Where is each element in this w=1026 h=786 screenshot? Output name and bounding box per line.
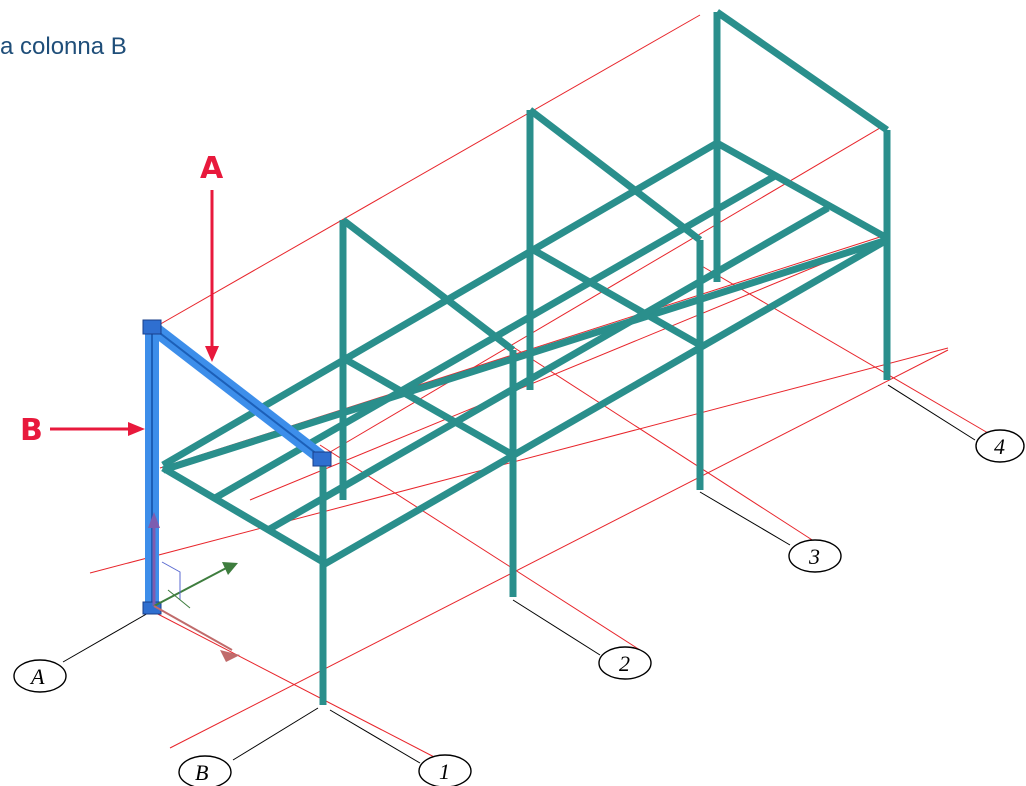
gizmo-y-arrow	[222, 562, 238, 575]
roof-beam-3	[715, 9, 889, 133]
callout-b-arrowhead	[128, 422, 145, 436]
joist-2	[266, 204, 830, 534]
grid-line-2	[319, 444, 641, 651]
gizmo-plane	[161, 561, 181, 600]
grid-line-4	[699, 264, 1001, 441]
grid-bubble-a: A	[13, 659, 67, 693]
bubble-leaders	[62, 384, 976, 764]
grid-bubbles[interactable]: A B 1 2 3 4	[13, 429, 1025, 786]
structure-members[interactable]	[161, 9, 891, 705]
selected-beam-a-edge	[151, 326, 323, 459]
roof-beam-1	[340, 217, 516, 353]
caption-text: a colonna B	[0, 33, 127, 60]
grip-top	[142, 319, 162, 335]
grid-bubble-b-label: B	[195, 760, 208, 785]
beam-trans-1	[161, 464, 325, 566]
grid-line-a	[89, 347, 949, 574]
grid-bubble-4-label: 4	[994, 434, 1005, 459]
beam-trans-2	[341, 354, 515, 459]
grid-bubble-2: 2	[598, 646, 652, 680]
gizmo-z-arrow	[148, 512, 160, 528]
gizmo-y-axis	[153, 564, 233, 607]
grid-bubble-4: 4	[975, 429, 1025, 463]
grid-bubble-b: B	[178, 755, 232, 786]
grip-end-a	[312, 451, 332, 467]
grid-bubble-1-label: 1	[439, 759, 450, 784]
grid-bubble-a-label: A	[29, 664, 45, 689]
beam-trans-3	[528, 244, 702, 349]
grid-line-1	[149, 609, 441, 761]
gizmo-x-arrow	[220, 650, 240, 662]
callout-a: A	[200, 151, 224, 362]
callout-a-arrowhead	[205, 346, 219, 362]
grid-bubble-2-label: 2	[619, 651, 630, 676]
beam-level-row-b	[321, 236, 889, 569]
grid-line-3	[509, 344, 821, 546]
gizmo-x-axis	[153, 605, 233, 651]
beam-level-front-long	[161, 236, 889, 474]
grid-bubble-3-label: 3	[808, 544, 820, 569]
grid-line-row-b	[169, 349, 949, 749]
callout-b-label: B	[20, 413, 43, 448]
grid-line-top-front	[149, 14, 701, 331]
callout-b: B	[20, 413, 145, 448]
callout-a-label: A	[200, 151, 224, 186]
beam-trans-4	[715, 139, 889, 242]
grid-bubble-3: 3	[788, 539, 842, 573]
grid-bubble-1: 1	[418, 754, 472, 786]
grid-line-mid2	[249, 239, 881, 501]
roof-beam-2	[527, 107, 703, 243]
ucs-gizmo[interactable]	[148, 512, 240, 662]
